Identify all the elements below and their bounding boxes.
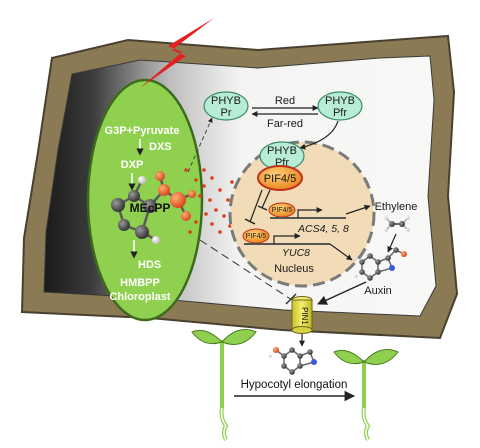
mecpp-molecule-icon bbox=[111, 171, 196, 244]
seedling-short-icon bbox=[191, 329, 257, 441]
auxin-outside-molecule-icon bbox=[268, 347, 317, 375]
ethylene-label: Ethylene bbox=[375, 201, 418, 213]
pathway-hds: HDS bbox=[138, 259, 161, 271]
label-far-red: Far-red bbox=[267, 118, 303, 130]
arrow-ethylene-to-auxin bbox=[387, 233, 397, 253]
chloroplast bbox=[86, 78, 204, 322]
nucleus-label: Nucleus bbox=[274, 263, 314, 275]
pathway-dxp: DXP bbox=[121, 159, 144, 171]
phyb-pfr-name: PHYB bbox=[325, 95, 355, 107]
hypocotyl-label: Hypocotyl elongation bbox=[241, 379, 348, 391]
arrow-acs-to-ethylene bbox=[345, 204, 371, 215]
auxin-label: Auxin bbox=[364, 285, 392, 297]
phyb-pfr-node bbox=[317, 91, 363, 121]
pif45-small-label-2: PIF4/5 bbox=[246, 233, 267, 240]
promoter-arrow-yuc bbox=[273, 233, 301, 244]
chloroplast-label: Chloroplast bbox=[109, 291, 170, 303]
inhibit-bar-1 bbox=[257, 205, 268, 211]
pin1-transporter bbox=[291, 296, 313, 334]
ethylene-molecule-icon bbox=[384, 216, 410, 232]
gene-yuc8: YUC8 bbox=[282, 247, 310, 259]
pathway-hmbpp: HMBPP bbox=[120, 277, 160, 289]
arrow-pfr-to-nucleus bbox=[299, 120, 339, 150]
mecpp-label: MEcPP bbox=[130, 201, 171, 215]
dashed-inhibit-to-pin1 bbox=[199, 239, 293, 301]
phyb-pr-name: PHYB bbox=[211, 95, 241, 107]
pif45-small-label-1: PIF4/5 bbox=[272, 207, 293, 214]
pathway-g3p-pyruvate: G3P+Pyruvate bbox=[105, 125, 180, 137]
inhibit-pif-to-yuc bbox=[249, 189, 263, 223]
pathway-enzyme-dxs: DXS bbox=[149, 141, 172, 153]
phyb-pfr-state: Pfr bbox=[333, 107, 347, 119]
pin1-label: PIN1 bbox=[300, 307, 309, 325]
promoter-arrow-acs bbox=[297, 207, 323, 218]
seedling-tall-icon bbox=[333, 349, 399, 441]
inhibit-pif-to-acs bbox=[261, 189, 271, 209]
inhibit-bar-2 bbox=[244, 218, 256, 225]
phyb-pr-state: Pr bbox=[221, 107, 232, 119]
gene-acs: ACS4, 5, 8 bbox=[297, 223, 349, 235]
arrow-auxin-to-pin1 bbox=[317, 281, 367, 305]
pif45-label: PIF4/5 bbox=[264, 173, 296, 185]
label-red: Red bbox=[275, 95, 295, 107]
inhibit-bar-pin1 bbox=[285, 293, 297, 305]
auxin-molecule-icon bbox=[354, 247, 407, 281]
phyb-pr-node bbox=[203, 91, 249, 121]
dashed-link-to-phyb bbox=[187, 117, 213, 173]
arrow-yuc-to-auxin bbox=[329, 243, 353, 261]
phyb-pfr-nucleus-name: PHYB bbox=[267, 145, 297, 157]
pif45-node bbox=[257, 165, 303, 191]
